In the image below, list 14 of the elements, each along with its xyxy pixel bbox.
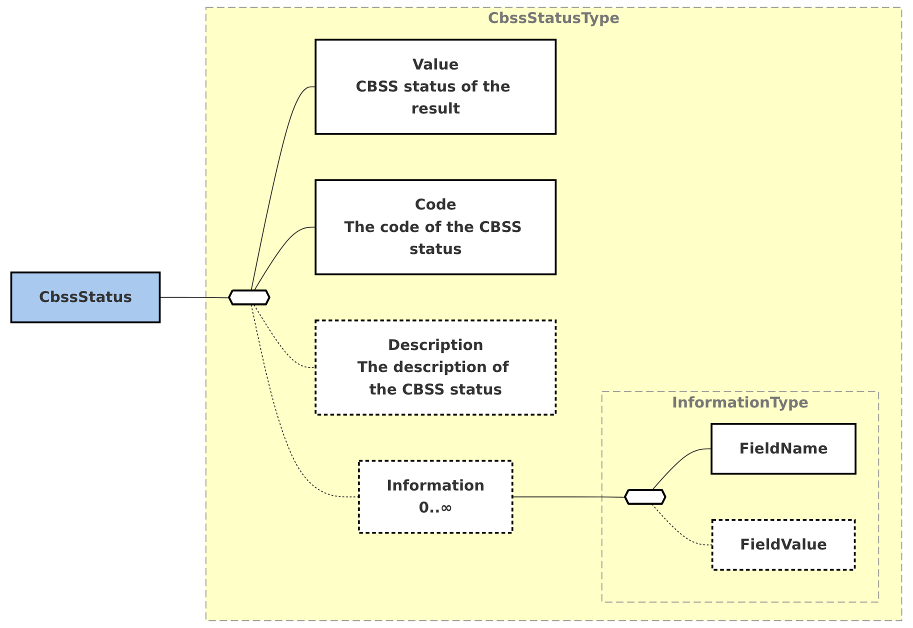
node-box: Value CBSS status of the result [314, 38, 557, 135]
connector [250, 86, 316, 292]
connector [512, 496, 626, 498]
node-box: FieldName [710, 422, 856, 475]
node-box: Code The code of the CBSS status [314, 179, 557, 276]
node-box: FieldValue [711, 519, 856, 571]
connector [159, 296, 230, 298]
node-box: CbssStatus [10, 272, 161, 324]
connector [651, 448, 712, 491]
connector [253, 304, 316, 368]
node-box: Information 0..∞ [358, 460, 514, 534]
node-box: Description The description of the CBSS status [314, 320, 557, 416]
connector [253, 226, 316, 292]
connector [651, 504, 713, 546]
